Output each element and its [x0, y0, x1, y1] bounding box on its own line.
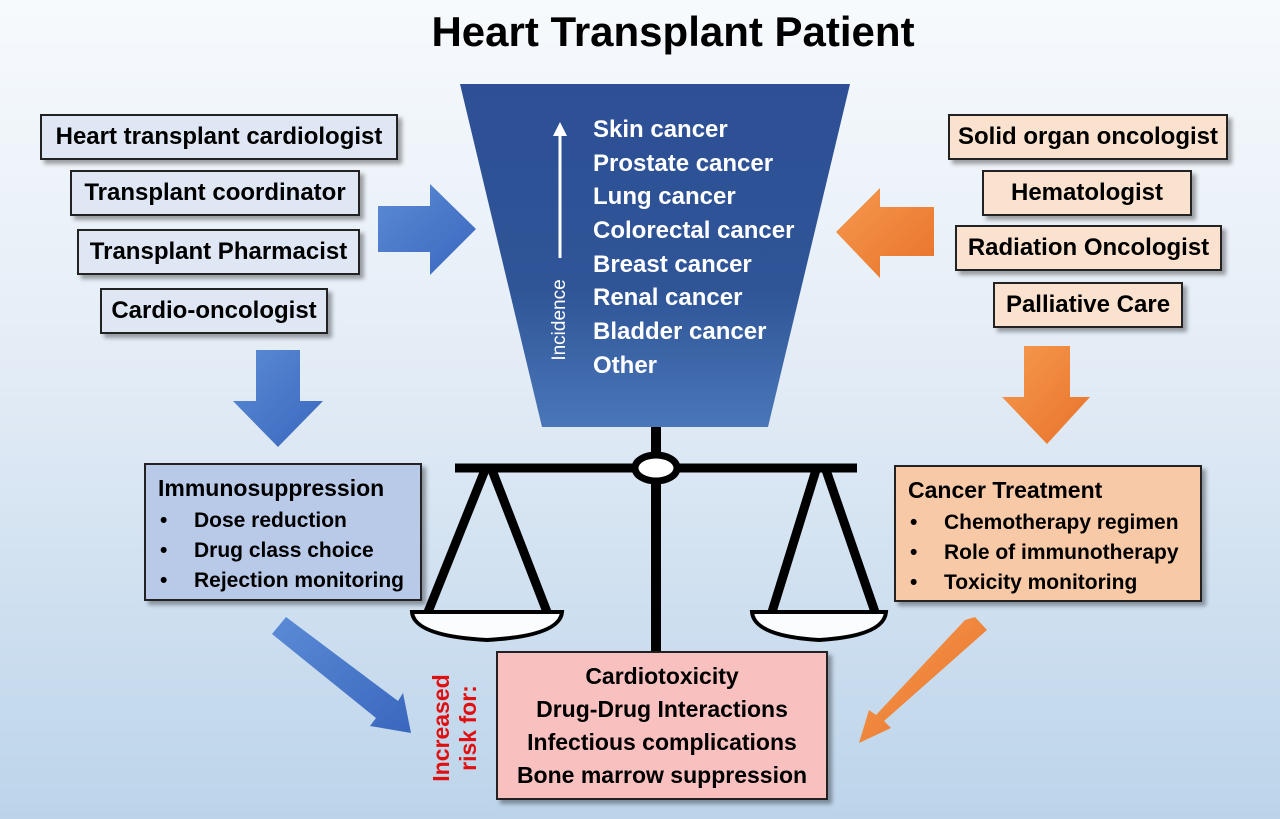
immunosuppression-title: Immunosuppression — [158, 475, 385, 501]
role-radiation-oncologist: Radiation Oncologist — [955, 225, 1222, 271]
cancer-item: Lung cancer — [593, 183, 736, 211]
cancer-item: Prostate cancer — [593, 149, 774, 177]
blue-arrow-down — [233, 350, 323, 447]
orange-arrow-down — [1002, 346, 1090, 444]
immunosuppression-panel: Immunosuppression Dose reduction Drug cl… — [144, 463, 422, 601]
risk-item: Drug-Drug Interactions — [536, 695, 788, 722]
list-item: Chemotherapy regimen — [908, 508, 1179, 538]
cancer-treatment-list: Chemotherapy regimen Role of immunothera… — [908, 508, 1179, 598]
cancer-item: Bladder cancer — [593, 318, 767, 346]
blue-arrow-right — [378, 184, 476, 275]
role-cardio-oncologist: Cardio-oncologist — [100, 288, 328, 334]
page-title: Heart Transplant Patient — [431, 8, 915, 55]
risk-item: Cardiotoxicity — [585, 662, 739, 689]
list-item: Role of immunotherapy — [908, 538, 1179, 568]
cancer-item: Colorectal cancer — [593, 217, 795, 245]
role-transplant-coordinator: Transplant coordinator — [70, 170, 360, 216]
orange-arrow-diagonal — [859, 617, 987, 743]
incidence-arrowhead — [553, 122, 567, 136]
blue-arrow-diagonal — [272, 617, 411, 733]
cancer-item: Other — [593, 351, 658, 379]
risk-item: Bone marrow suppression — [516, 761, 808, 788]
role-palliative-care: Palliative Care — [993, 282, 1183, 328]
list-item: Rejection monitoring — [158, 566, 404, 596]
role-hematologist: Hematologist — [982, 170, 1192, 216]
cancer-item: Skin cancer — [593, 116, 728, 143]
incidence-label: Incidence — [549, 279, 570, 361]
balance-scale — [409, 427, 889, 652]
risk-box: Cardiotoxicity Drug-Drug Interactions In… — [496, 651, 828, 800]
list-item: Toxicity monitoring — [908, 568, 1179, 598]
role-heart-transplant-cardiologist: Heart transplant cardiologist — [40, 114, 398, 160]
cancer-treatment-panel: Cancer Treatment Chemotherapy regimen Ro… — [894, 465, 1202, 602]
list-item: Drug class choice — [158, 536, 404, 566]
increased-risk-line1: Increased — [428, 674, 454, 782]
role-transplant-pharmacist: Transplant Pharmacist — [77, 229, 360, 275]
role-solid-organ-oncologist: Solid organ oncologist — [948, 114, 1228, 160]
immunosuppression-list: Dose reduction Drug class choice Rejecti… — [158, 506, 404, 596]
cancer-list: Skin cancer Prostate cancer Lung cancer … — [593, 113, 794, 383]
risk-item: Infectious complications — [527, 728, 797, 755]
orange-arrow-left — [836, 188, 934, 278]
cancer-funnel — [460, 84, 850, 427]
cancer-item: Renal cancer — [593, 284, 743, 312]
increased-risk-line2: risk for: — [455, 685, 481, 771]
increased-risk-label: Increased risk for: — [428, 674, 482, 781]
list-item: Dose reduction — [158, 506, 404, 536]
cancer-item: Breast cancer — [593, 250, 752, 278]
cancer-treatment-title: Cancer Treatment — [908, 477, 1103, 503]
